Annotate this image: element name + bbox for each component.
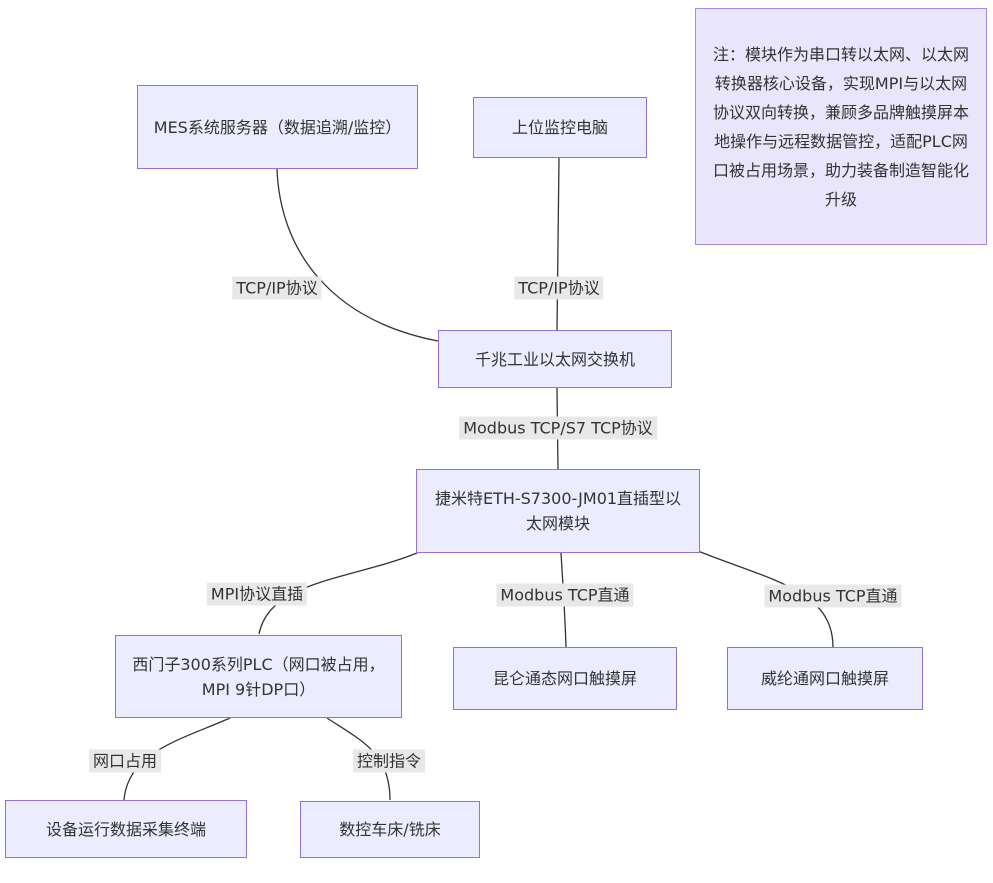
node-weinview-hmi-label: 威纶通网口触摸屏: [760, 669, 889, 688]
node-ethernet-switch: 千兆工业以太网交换机: [438, 330, 672, 388]
node-mcgs-hmi: 昆仑通态网口触摸屏: [453, 647, 677, 710]
note-box: 注：模块作为串口转以太网、以太网转换器核心设备，实现MPI与以太网协议双向转换，…: [695, 8, 987, 245]
edge-hostpc-to-switch: [556, 157, 560, 331]
note-text: 注：模块作为串口转以太网、以太网转换器核心设备，实现MPI与以太网协议双向转换，…: [712, 44, 969, 209]
edge-mes-to-switch: [276, 168, 439, 342]
node-mes-server-label: MES系统服务器（数据追溯/监控）: [153, 117, 402, 137]
node-ethernet-switch-label: 千兆工业以太网交换机: [474, 349, 635, 369]
node-eth-module-label: 捷米特ETH-S7300-JM01直插型以太网模块: [434, 489, 682, 533]
node-host-pc-label: 上位监控电脑: [511, 118, 608, 137]
edge-label-plc-cnc: 控制指令: [352, 749, 426, 773]
edge-label-module-plc: MPI协议直插: [206, 582, 308, 606]
node-cnc-machine: 数控车床/铣床: [300, 801, 480, 858]
node-data-collector-label: 设备运行数据采集终端: [45, 819, 206, 839]
edge-label-module-mcgs: Modbus TCP直通: [496, 583, 634, 607]
node-siemens-plc-label: 西门子300系列PLC（网口被占用，MPI 9针DP口）: [132, 654, 385, 699]
edge-label-plc-collector: 网口占用: [88, 749, 162, 773]
node-host-pc: 上位监控电脑: [473, 97, 647, 158]
node-eth-module: 捷米特ETH-S7300-JM01直插型以太网模块: [416, 469, 700, 553]
node-weinview-hmi: 威纶通网口触摸屏: [727, 647, 923, 710]
edge-label-switch-module: Modbus TCP/S7 TCP协议: [459, 416, 657, 440]
node-cnc-machine-label: 数控车床/铣床: [339, 820, 441, 839]
edge-label-module-weinview: Modbus TCP直通: [764, 584, 902, 608]
node-siemens-plc: 西门子300系列PLC（网口被占用，MPI 9针DP口）: [115, 635, 402, 718]
edge-label-mes-switch: TCP/IP协议: [232, 276, 322, 300]
edge-label-hostpc-switch: TCP/IP协议: [514, 276, 604, 300]
node-mcgs-hmi-label: 昆仑通态网口触摸屏: [492, 669, 637, 688]
node-mes-server: MES系统服务器（数据追溯/监控）: [137, 85, 418, 169]
node-data-collector: 设备运行数据采集终端: [5, 800, 247, 858]
